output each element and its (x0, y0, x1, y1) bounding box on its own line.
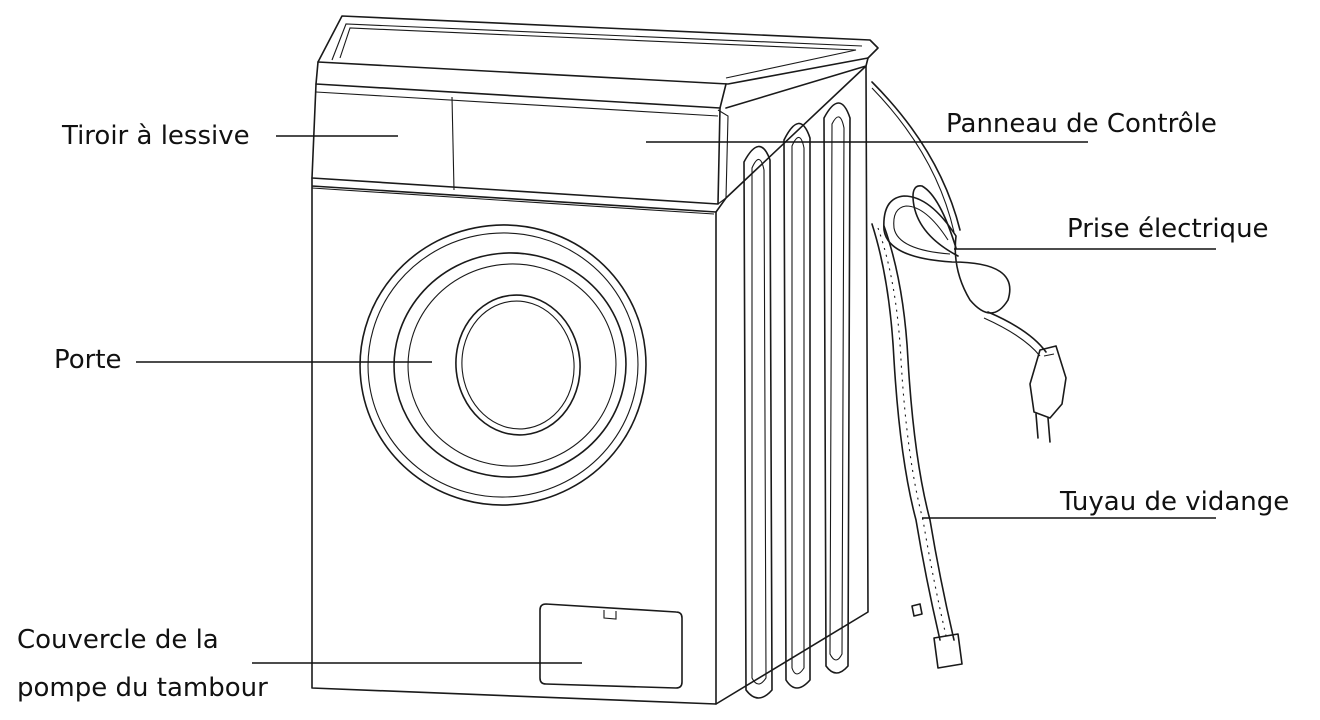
machine-top-lid (315, 15, 879, 109)
label-pump-cover-line1: Couvercle de la (17, 625, 219, 655)
machine-side-panel (715, 65, 869, 705)
power-cord (871, 81, 1047, 357)
label-control-panel: Panneau de Contrôle (946, 109, 1217, 139)
pump-cover-panel (539, 603, 683, 689)
machine-control-strip (311, 83, 729, 205)
label-detergent-drawer: Tiroir à lessive (62, 121, 250, 151)
power-plug (1029, 345, 1067, 443)
machine-door (359, 224, 647, 506)
machine-front-body (311, 177, 717, 705)
label-door: Porte (54, 345, 122, 375)
label-pump-cover-line2: pompe du tambour (17, 673, 268, 703)
label-power-plug: Prise électrique (1067, 214, 1269, 244)
drain-hose (871, 223, 963, 669)
label-drain-hose: Tuyau de vidange (1060, 487, 1290, 517)
